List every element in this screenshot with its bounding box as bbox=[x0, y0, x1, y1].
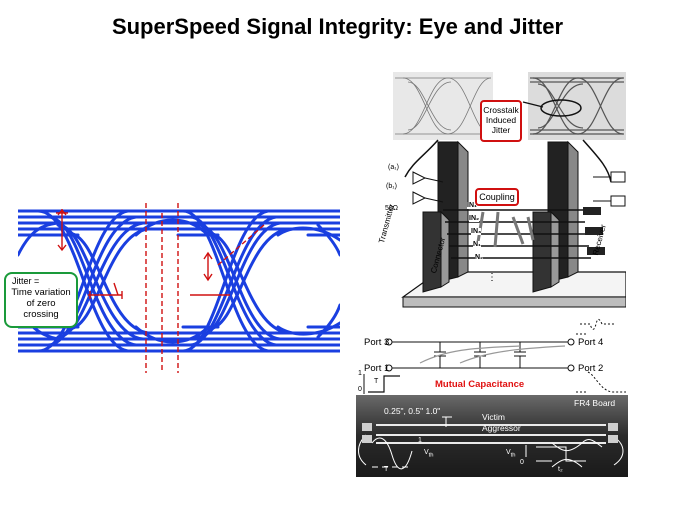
spacing-label: 0.25", 0.5" 1.0" bbox=[384, 406, 441, 416]
crosstalk-line2: Induced bbox=[485, 115, 517, 125]
vth-right-main: V bbox=[506, 449, 511, 456]
net-label-1: IN₁ bbox=[467, 202, 477, 209]
level-zero-label: 0 bbox=[520, 459, 524, 466]
eye-markers bbox=[56, 203, 265, 373]
vth-left-main: V bbox=[424, 449, 429, 456]
vth-right-sub: th bbox=[510, 452, 516, 459]
t-right-label: t₂ bbox=[558, 466, 563, 473]
capacitance-diagram: Port 3 Port 4 Port 1 Port 2 1 0 T bbox=[358, 318, 628, 396]
crosstalk-jitter-callout: Crosstalk Induced Jitter bbox=[480, 100, 522, 142]
jitter-callout-label: Jitter = bbox=[12, 276, 40, 286]
noisy-eye-image bbox=[528, 72, 626, 140]
step-high-label: 1 bbox=[358, 370, 362, 377]
fr4-board-photo: FR4 Board 0.25", 0.5" 1.0" Victim Aggres… bbox=[356, 395, 628, 477]
board-label: FR4 Board bbox=[574, 398, 616, 408]
port3-label: Port 3 bbox=[364, 337, 390, 348]
ellipsis-mark: ⋮ bbox=[487, 272, 497, 283]
crosstalk-diagram-svg bbox=[393, 72, 627, 308]
input-b-label: (b₁) bbox=[386, 183, 397, 190]
t-left-label: T bbox=[384, 466, 389, 473]
crosstalk-line1: Crosstalk bbox=[483, 105, 519, 115]
vth-right-label: Vth bbox=[506, 449, 516, 458]
net-label-3: IN₃ bbox=[471, 228, 482, 235]
jitter-callout-line2: of zero bbox=[26, 298, 56, 309]
jitter-callout-line1: Time variation bbox=[11, 287, 71, 298]
jitter-callout-line3: crossing bbox=[23, 309, 59, 320]
aggressor-label: Aggressor bbox=[482, 423, 521, 433]
fr4-board-svg bbox=[356, 395, 628, 477]
jitter-callout: Jitter = Time variation of zero crossing bbox=[4, 272, 78, 328]
crosstalk-diagram: (a₁) (b₁) 50Ω Transmitter Connector Rece… bbox=[377, 72, 627, 312]
port2-label: Port 2 bbox=[578, 363, 604, 374]
step-t-label: T bbox=[374, 378, 379, 385]
net-label-4: N₁ bbox=[473, 241, 481, 248]
slide-title: SuperSpeed Signal Integrity: Eye and Jit… bbox=[111, 14, 564, 39]
net-label-5: N₂ bbox=[475, 254, 484, 261]
port4-label: Port 4 bbox=[578, 337, 604, 348]
crosstalk-line3: Jitter bbox=[491, 125, 511, 135]
resistor-label: 50Ω bbox=[385, 205, 399, 212]
vth-left-label: Vth bbox=[424, 449, 434, 458]
input-a-label: (a₁) bbox=[388, 164, 399, 171]
port1-label: Port 1 bbox=[364, 363, 390, 374]
victim-label: Victim bbox=[482, 412, 505, 422]
vth-left-sub: th bbox=[428, 452, 434, 459]
step-low-label: 0 bbox=[358, 386, 362, 393]
mutual-capacitance-caption: Mutual Capacitance bbox=[435, 379, 525, 390]
net-label-2: IN₂ bbox=[469, 215, 480, 222]
level-one-label: 1 bbox=[418, 437, 422, 444]
capacitance-diagram-svg bbox=[363, 318, 626, 394]
clean-eye-image bbox=[393, 72, 493, 140]
coupling-callout: Coupling bbox=[475, 188, 519, 206]
